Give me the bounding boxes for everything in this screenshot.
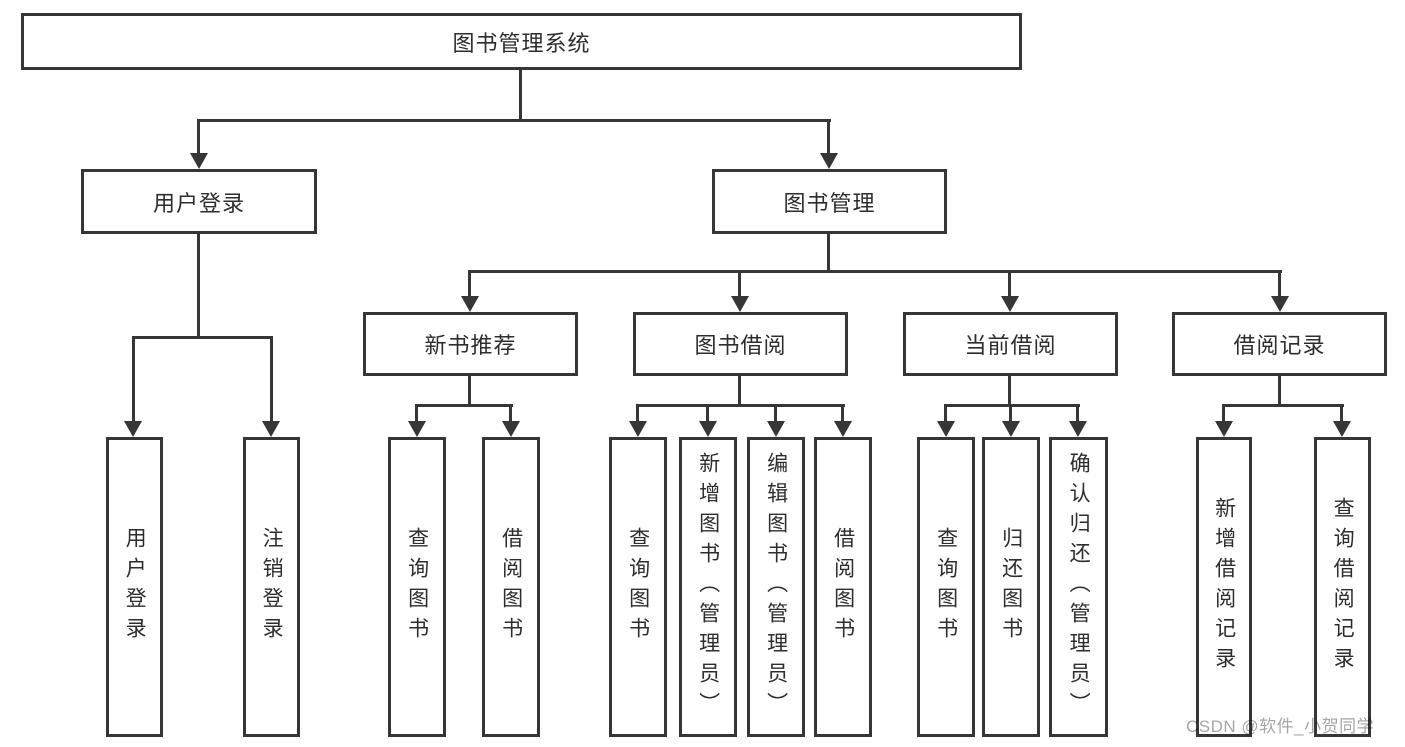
leaf-logout-label: 注销登录 — [260, 527, 284, 647]
leaf-query-books-borrow-label: 查询图书 — [626, 527, 650, 647]
arrow-down-icon — [1271, 296, 1289, 312]
connector-root-bar — [197, 119, 831, 122]
connector-drop — [774, 404, 777, 423]
connector-drop — [1278, 270, 1281, 298]
leaf-add-book-admin-label: 新增图书（管理员） — [696, 452, 720, 722]
node-book-borrowing: 图书借阅 — [633, 312, 848, 376]
arrow-down-icon — [502, 421, 520, 437]
leaf-query-books-rec: 查询图书 — [388, 437, 446, 737]
leaf-logout: 注销登录 — [243, 437, 300, 737]
arrow-down-icon — [820, 153, 838, 169]
connector-group1-stem — [468, 376, 471, 406]
arrow-down-icon — [190, 153, 208, 169]
arrow-down-icon — [124, 421, 142, 437]
leaf-query-borrow-record-label: 查询借阅记录 — [1331, 497, 1355, 677]
leaf-query-books-current-label: 查询图书 — [934, 527, 958, 647]
connector-drop — [706, 404, 709, 423]
connector-drop — [270, 336, 273, 423]
node-current-borrowing: 当前借阅 — [903, 312, 1118, 376]
leaf-borrow-books-borrow-label: 借阅图书 — [831, 527, 855, 647]
connector-drop — [132, 336, 135, 423]
connector-group2-stem — [738, 376, 741, 406]
leaf-user-login-label: 用户登录 — [123, 527, 147, 647]
leaf-confirm-return-admin: 确认归还（管理员） — [1049, 437, 1108, 737]
node-system-root: 图书管理系统 — [21, 13, 1022, 70]
leaf-query-borrow-record: 查询借阅记录 — [1314, 437, 1371, 737]
csdn-watermark: CSDN @软件_小贺同学 — [1186, 717, 1375, 736]
leaf-borrow-books-rec: 借阅图书 — [482, 437, 540, 737]
connector-drop — [636, 404, 639, 423]
connector-drop — [509, 404, 512, 423]
leaf-query-books-borrow: 查询图书 — [609, 437, 667, 737]
connector-drop — [1340, 404, 1343, 423]
connector-root-stem — [519, 69, 522, 121]
arrow-down-icon — [461, 296, 479, 312]
connector-group3-bar — [944, 404, 1080, 407]
arrow-down-icon — [1333, 421, 1351, 437]
connector-userlogin-bar — [132, 336, 273, 339]
connector-userlogin-stem — [197, 234, 200, 337]
connector-drop — [1222, 404, 1225, 423]
leaf-return-books: 归还图书 — [982, 437, 1040, 737]
connector-drop — [827, 119, 830, 155]
connector-bookmgmt-bar — [468, 270, 1282, 273]
arrow-down-icon — [1215, 421, 1233, 437]
leaf-borrow-books-borrow: 借阅图书 — [814, 437, 872, 737]
connector-group2-bar — [636, 404, 845, 407]
arrow-down-icon — [408, 421, 426, 437]
leaf-edit-book-admin: 编辑图书（管理员） — [747, 437, 805, 737]
connector-drop — [1009, 404, 1012, 423]
node-user-login: 用户登录 — [81, 169, 317, 234]
leaf-return-books-label: 归还图书 — [999, 527, 1023, 647]
connector-drop — [415, 404, 418, 423]
connector-drop — [944, 404, 947, 423]
arrow-down-icon — [1001, 296, 1019, 312]
leaf-query-books-rec-label: 查询图书 — [405, 527, 429, 647]
arrow-down-icon — [629, 421, 647, 437]
connector-drop — [841, 404, 844, 423]
leaf-add-book-admin: 新增图书（管理员） — [679, 437, 737, 737]
arrow-down-icon — [1002, 421, 1020, 437]
connector-group3-stem — [1008, 376, 1011, 406]
leaf-borrow-books-rec-label: 借阅图书 — [499, 527, 523, 647]
connector-group1-bar — [415, 404, 513, 407]
arrow-down-icon — [834, 421, 852, 437]
connector-drop — [1008, 270, 1011, 298]
connector-drop — [738, 270, 741, 298]
leaf-confirm-return-admin-label: 确认归还（管理员） — [1067, 452, 1091, 722]
arrow-down-icon — [262, 421, 280, 437]
arrow-down-icon — [767, 421, 785, 437]
leaf-add-borrow-record-label: 新增借阅记录 — [1212, 497, 1236, 677]
connector-drop — [1076, 404, 1079, 423]
arrow-down-icon — [699, 421, 717, 437]
leaf-query-books-current: 查询图书 — [917, 437, 975, 737]
arrow-down-icon — [731, 296, 749, 312]
arrow-down-icon — [1069, 421, 1087, 437]
leaf-user-login: 用户登录 — [106, 437, 163, 737]
leaf-edit-book-admin-label: 编辑图书（管理员） — [764, 452, 788, 722]
connector-group4-stem — [1278, 376, 1281, 406]
arrow-down-icon — [937, 421, 955, 437]
node-borrow-records: 借阅记录 — [1172, 312, 1387, 376]
node-new-book-recommend: 新书推荐 — [363, 312, 578, 376]
node-book-management: 图书管理 — [712, 169, 947, 234]
connector-drop — [197, 119, 200, 155]
leaf-add-borrow-record: 新增借阅记录 — [1196, 437, 1252, 737]
connector-drop — [468, 270, 471, 298]
connector-bookmgmt-stem — [827, 234, 830, 272]
connector-group4-bar — [1222, 404, 1344, 407]
